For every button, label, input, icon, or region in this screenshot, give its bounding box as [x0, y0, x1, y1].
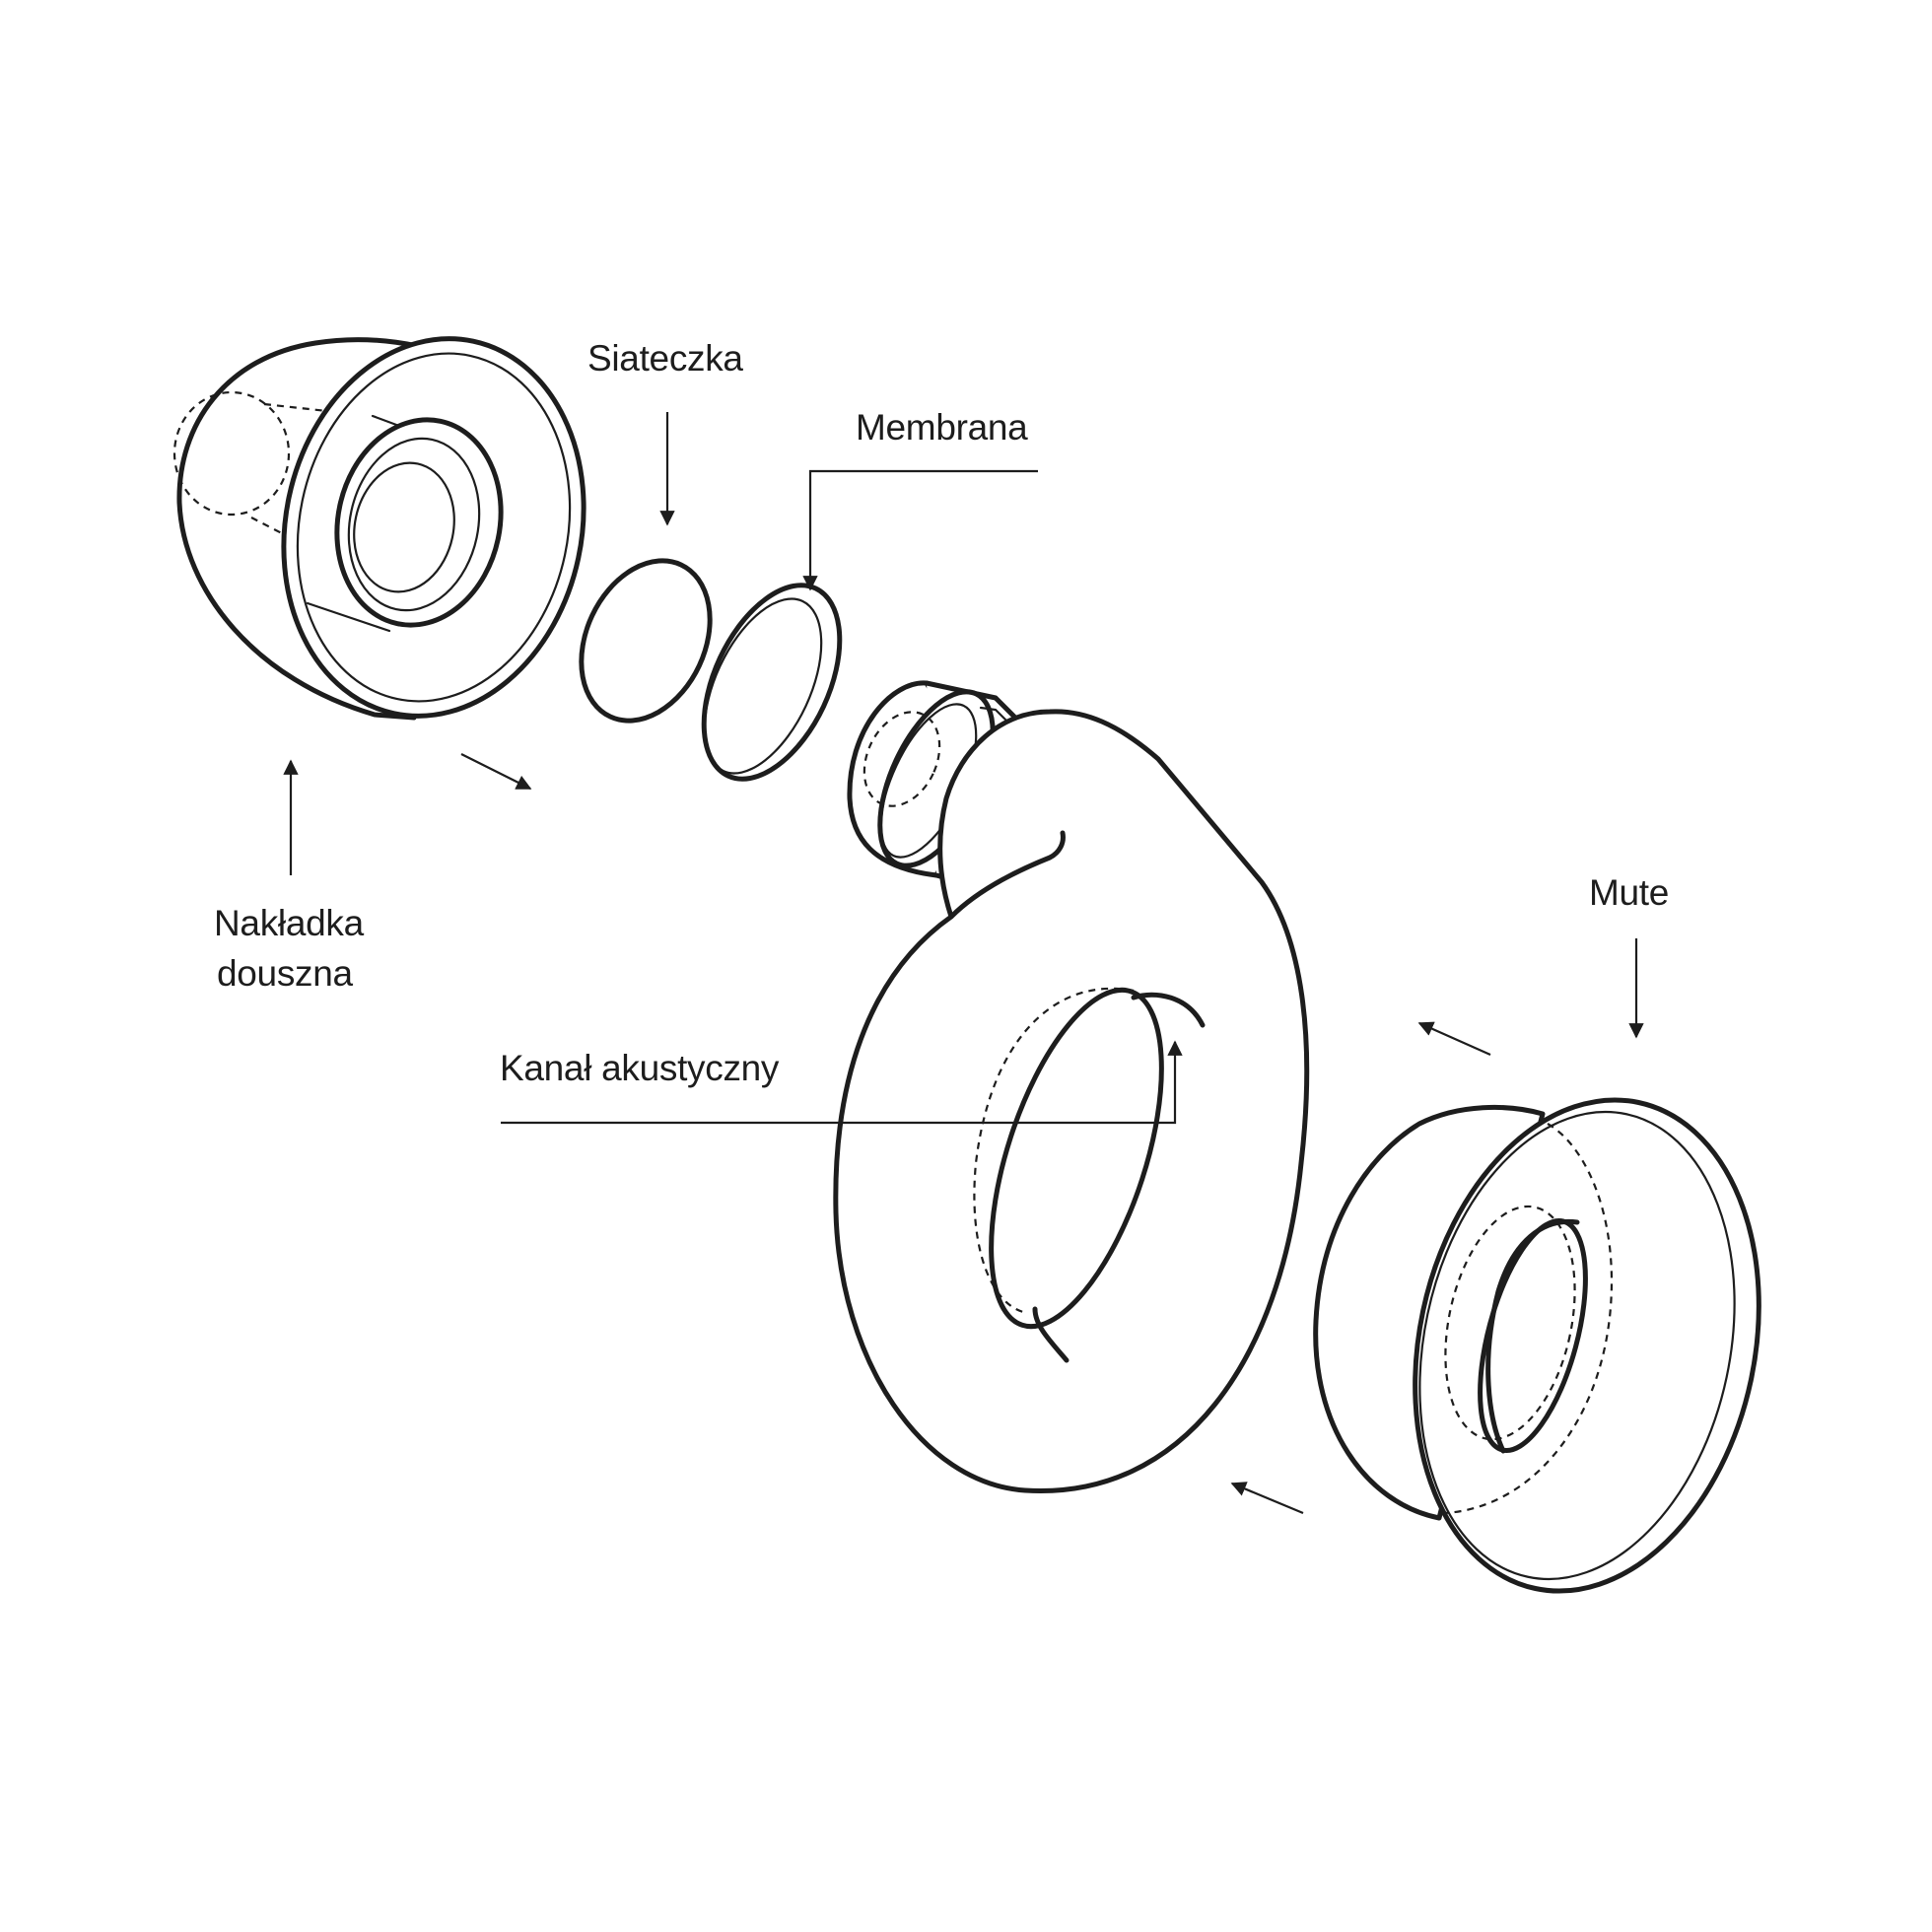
- earplug-body-part: [833, 709, 1310, 1493]
- membrane-part: [701, 583, 843, 782]
- membrane-label: Membrana: [856, 407, 1028, 448]
- ear-tip-label-line1: Nakładka: [214, 903, 364, 943]
- mute-part: [1313, 1097, 1761, 1594]
- membrane-leader: [802, 469, 1038, 591]
- mesh-disc-part: [579, 558, 713, 724]
- acoustic-channel-leader: [501, 1040, 1183, 1125]
- ear-tip-label-line2: douszna: [217, 953, 353, 994]
- assembly-arrow-1: [460, 753, 532, 790]
- ear-tip-part: [172, 336, 586, 721]
- mesh-label: Siateczka: [587, 338, 743, 379]
- mute-label: Mute: [1589, 872, 1670, 913]
- assembly-arrow-3: [1230, 1482, 1304, 1515]
- assembly-arrow-2: [1417, 1021, 1491, 1057]
- acoustic-channel-label: Kanał akustyczny: [500, 1048, 780, 1088]
